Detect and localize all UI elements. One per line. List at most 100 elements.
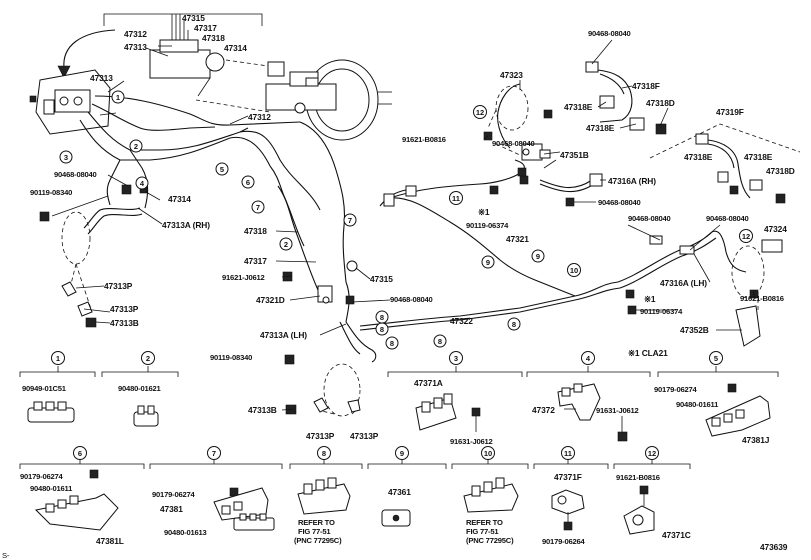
label-47313p-b: 47313P: [110, 304, 139, 314]
circled-numbers: 1 2 3 4 5 6 7 2 7 8 8 8 8 8 9 9 10 11 12…: [59, 90, 753, 350]
label-47324: 47324: [764, 224, 787, 234]
corner-mark: S-: [2, 551, 10, 560]
callout-labels: 47315 47317 47312 47318 47313 47314 4731…: [30, 13, 795, 441]
detail-num-1: 1: [56, 354, 60, 363]
label-90119-08340-a: 90119-08340: [30, 188, 72, 197]
circle-num-9b: 9: [536, 252, 540, 261]
label-47313-top: 47313: [124, 42, 147, 52]
detail-num-10: 10: [484, 449, 492, 458]
circle-num-12b: 12: [742, 232, 750, 241]
detail-11-p1: 47371F: [554, 472, 582, 482]
label-47316a-lh: 47316A (LH): [660, 278, 707, 288]
label-90119-08340-b: 90119-08340: [210, 353, 252, 362]
circle-num-7b: 7: [348, 216, 352, 225]
detail-5-p1: 90179-06274: [654, 385, 698, 394]
label-47323: 47323: [500, 70, 523, 80]
label-47314-mid: 47314: [168, 194, 191, 204]
label-47317-mid: 47317: [244, 256, 267, 266]
label-90468-08040-b: 90468-08040: [390, 295, 433, 304]
detail-12-p1: 91621-B0816: [616, 473, 660, 482]
label-47318-top: 47318: [202, 33, 225, 43]
footnote-cla21: ※1 CLA21: [628, 348, 668, 358]
label-90468-08040-a: 90468-08040: [54, 170, 97, 179]
top-left-assembly: [29, 13, 392, 328]
detail-num-7: 7: [212, 449, 216, 458]
detail-num-11: 11: [564, 449, 572, 458]
label-91621-j0612: 91621-J0612: [222, 273, 265, 282]
label-47318e-a: 47318E: [564, 102, 593, 112]
label-47318e-b: 47318E: [586, 123, 615, 133]
label-90468-08040-g: 90468-08040: [706, 214, 749, 223]
detail-num-4: 4: [586, 354, 591, 363]
label-90468-08040-f: 90468-08040: [628, 214, 671, 223]
label-47313b-b: 47313B: [248, 405, 277, 415]
label-47313p-c: 47313P: [306, 431, 335, 441]
circle-num-12a: 12: [476, 108, 484, 117]
detail-8-r3: (PNC 77295C): [294, 536, 342, 545]
label-47313-mid: 47313: [90, 73, 113, 83]
detail-3-p1: 47371A: [414, 378, 443, 388]
circle-num-8e: 8: [512, 320, 516, 329]
label-47314-top: 47314: [224, 43, 247, 53]
detail-4-p1: 47372: [532, 405, 555, 415]
label-47313p-d: 47313P: [350, 431, 379, 441]
label-47322: 47322: [450, 316, 473, 326]
detail-7-p3: 90480-01613: [164, 528, 207, 537]
label-47316a-rh: 47316A (RH): [608, 176, 656, 186]
leader-lines: [51, 39, 755, 411]
detail-12-p2: 47371C: [662, 530, 691, 540]
label-47312-top: 47312: [124, 29, 147, 39]
label-90119-06374-b: 90119-06374: [640, 307, 683, 316]
label-90468-08040-e: 90468-08040: [598, 198, 641, 207]
circle-num-8b: 8: [380, 325, 384, 334]
label-47352b: 47352B: [680, 325, 709, 335]
label-47318-mid: 47318: [244, 226, 267, 236]
label-47351b: 47351B: [560, 150, 589, 160]
circle-num-7: 7: [256, 203, 260, 212]
detail-num-9: 9: [400, 449, 404, 458]
detail-3-p2: 91631-J0612: [450, 437, 493, 446]
detail-11-p2: 90179-06264: [542, 537, 586, 546]
circle-num-8c: 8: [390, 339, 394, 348]
detail-2-part: 90480-01621: [118, 384, 162, 393]
detail-10-r1: REFER TO: [466, 518, 503, 527]
label-90119-06374-a: 90119-06374: [466, 221, 509, 230]
circle-num-4: 4: [140, 179, 145, 188]
detail-row-1: 1 90949-01C51 2 90480-01621 3 47371A 916…: [19, 351, 779, 446]
detail-9-p1: 47361: [388, 487, 411, 497]
circle-num-3: 3: [64, 153, 68, 162]
label-mark1-a: ※1: [478, 207, 490, 217]
label-47319f: 47319F: [716, 107, 744, 117]
detail-num-3: 3: [454, 354, 458, 363]
circle-num-11: 11: [452, 194, 460, 203]
label-47315-top: 47315: [182, 13, 205, 23]
label-47315-mid: 47315: [370, 274, 393, 284]
circle-num-8a: 8: [380, 313, 384, 322]
detail-num-5: 5: [714, 354, 718, 363]
label-47313p-a: 47313P: [104, 281, 133, 291]
label-47317-top: 47317: [194, 23, 217, 33]
label-91621-b0816-b: 91621-B0816: [740, 294, 784, 303]
label-47313a-lh: 47313A (LH): [260, 330, 307, 340]
circle-num-5: 5: [220, 165, 224, 174]
detail-1-part: 90949-01C51: [22, 384, 67, 393]
label-47313a-rh: 47313A (RH): [162, 220, 210, 230]
label-47318d-b: 47318D: [766, 166, 795, 176]
label-mark1-b: ※1: [644, 294, 656, 304]
label-47321d: 47321D: [256, 295, 285, 305]
label-90468-08040-d: 90468-08040: [492, 139, 535, 148]
detail-6-p2: 90480-01611: [30, 484, 73, 493]
detail-5-p2: 90480-01611: [676, 400, 719, 409]
detail-4-p2: 91631-J0612: [596, 406, 639, 415]
circle-num-2: 2: [134, 142, 138, 151]
label-91621-b0816-a: 91621-B0816: [402, 135, 446, 144]
detail-6-p3: 47381L: [96, 536, 124, 546]
detail-num-12: 12: [648, 449, 656, 458]
detail-num-2: 2: [146, 354, 150, 363]
detail-row-2: 6 90179-06274 90480-01611 47381L 7 90179…: [19, 446, 691, 546]
circle-num-8d: 8: [438, 337, 442, 346]
detail-8-r2: FIG 77-51: [298, 527, 331, 536]
center-pipes: [269, 121, 783, 417]
label-90468-08040-c: 90468-08040: [588, 29, 631, 38]
